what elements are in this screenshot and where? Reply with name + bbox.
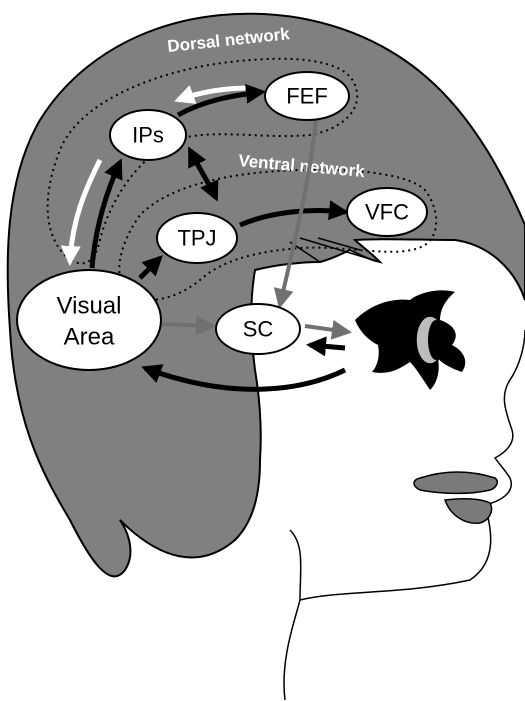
- lips: [414, 472, 497, 523]
- visual-area-label-line2: Area: [64, 324, 115, 351]
- node-ips: IPs: [110, 110, 186, 160]
- arrow-eye-to-sc: [310, 345, 345, 348]
- sc-label: SC: [243, 317, 274, 342]
- tpj-label: TPJ: [177, 226, 216, 251]
- arrow-visual-to-sc-gray: [160, 324, 212, 326]
- node-fef: FEF: [265, 72, 349, 120]
- node-sc: SC: [216, 304, 300, 354]
- node-visual-area: Visual Area: [17, 270, 161, 370]
- node-tpj: TPJ: [157, 213, 237, 263]
- vfc-label: VFC: [365, 200, 409, 225]
- fef-label: FEF: [286, 84, 328, 109]
- arrow-sc-to-eye-gray: [305, 326, 348, 332]
- node-vfc: VFC: [347, 188, 427, 236]
- chin-line: [290, 530, 301, 600]
- eye: [355, 290, 465, 390]
- visual-area-label-line1: Visual: [57, 293, 122, 320]
- ips-label: IPs: [132, 123, 164, 148]
